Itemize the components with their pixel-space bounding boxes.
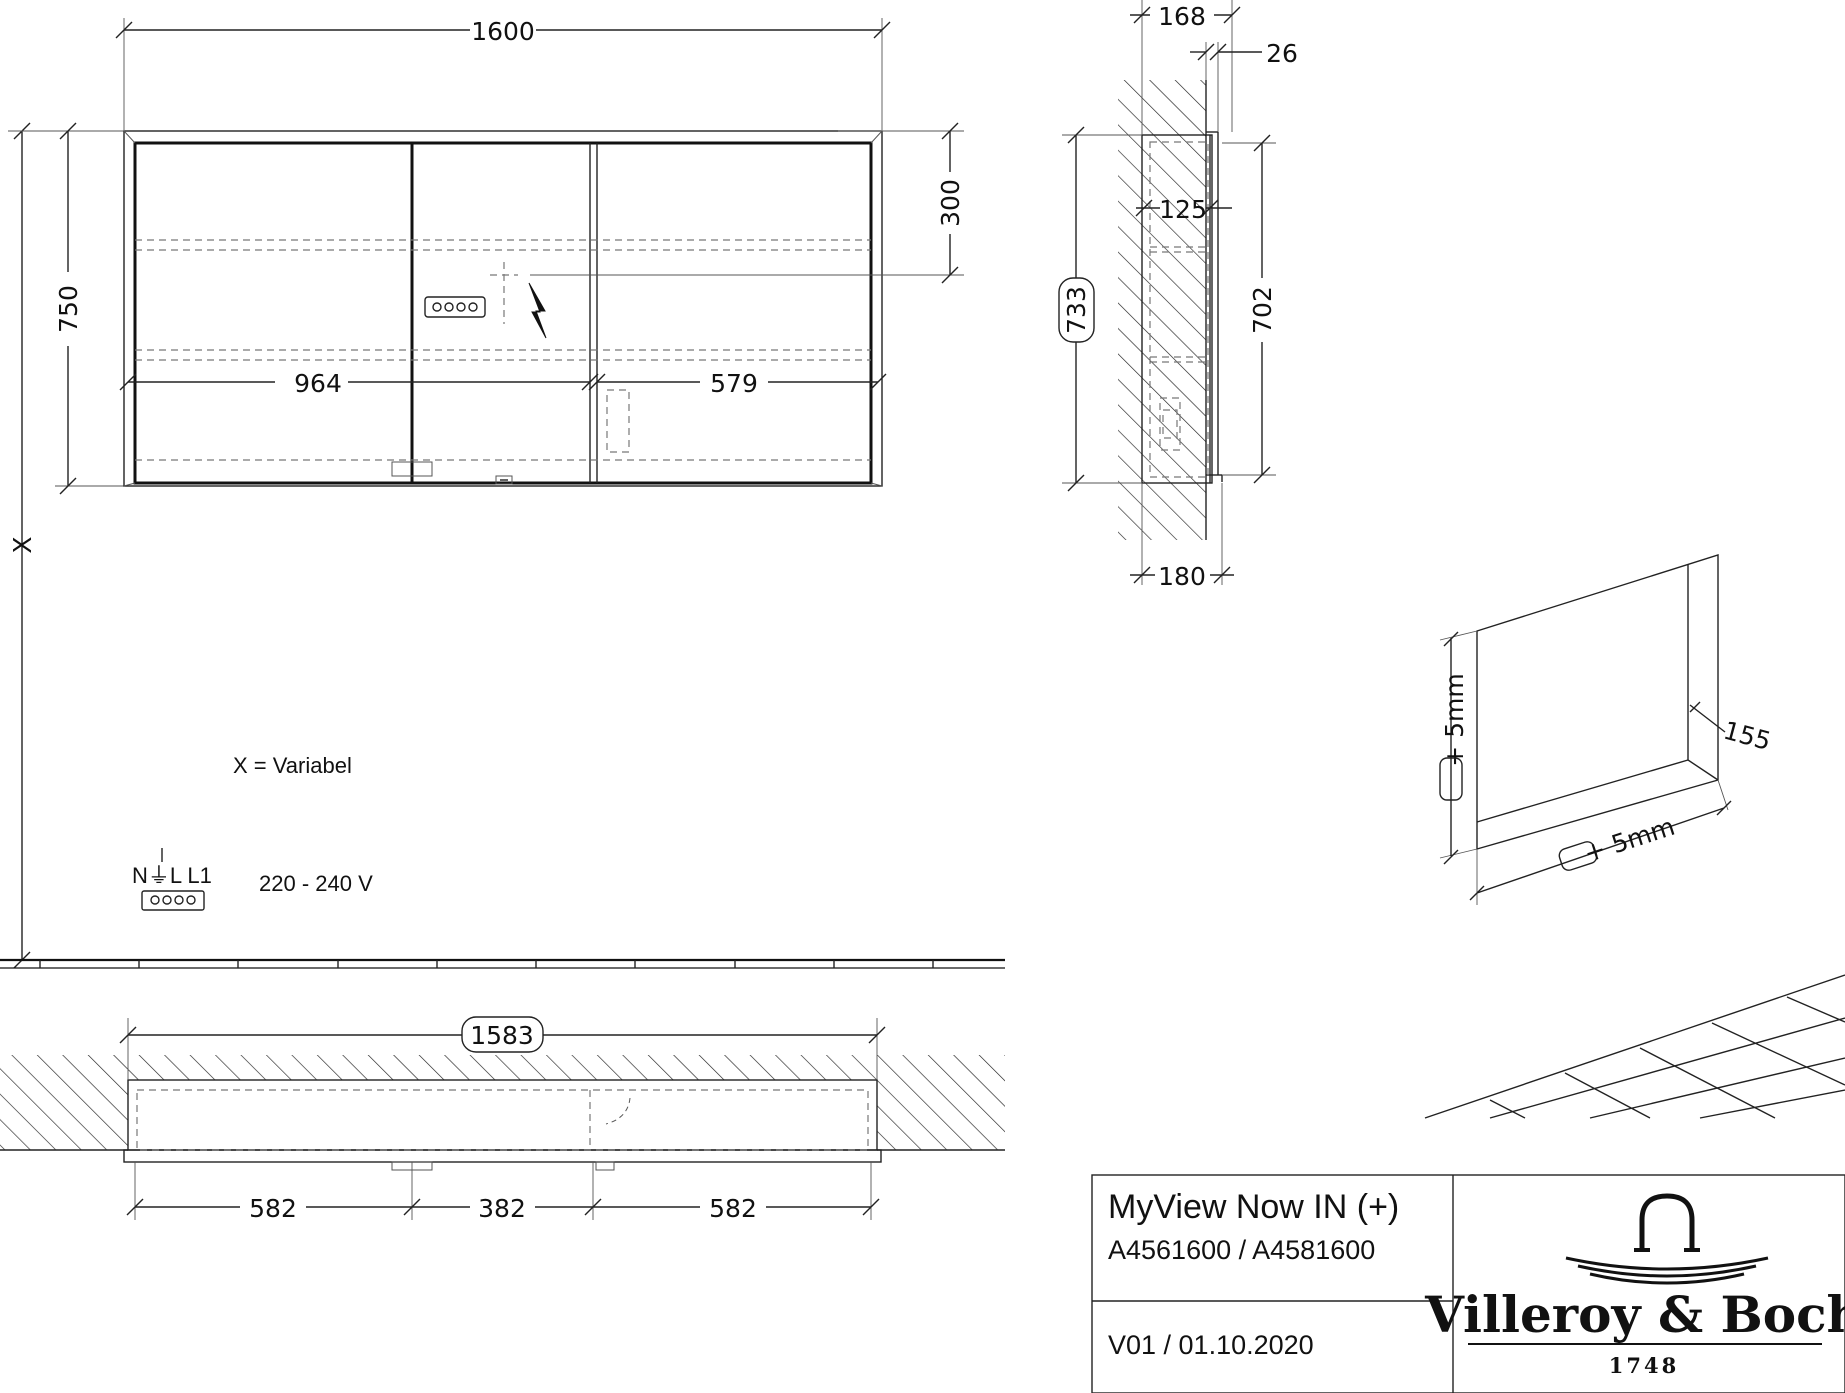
niche-detail: + 5mm + 5mm 155 (1439, 554, 1774, 905)
front-socket (424, 296, 486, 318)
terminal-label: N⏚L L1 (132, 863, 212, 888)
niche-back-panel (1476, 554, 1719, 850)
right-span-dimension: 579 (710, 369, 758, 398)
front-height-dimension: 750 (54, 285, 83, 333)
villeroy-boch-logo: Villeroy & Boch 1748 (1424, 1193, 1845, 1378)
title-block: MyView Now IN (+) A4561600 / A4581600 V0… (1091, 1174, 1845, 1393)
side-view: 168 26 125 733 702 (1058, 0, 1298, 591)
outer-height-dimension: 733 (1062, 286, 1091, 334)
terminal-socket (141, 890, 205, 911)
side-cabinet-body (1141, 134, 1213, 484)
height-tolerance-label: + 5mm (1440, 673, 1469, 767)
terminal-legend: N⏚L L1 220 - 240 V (132, 848, 373, 911)
wall-hatch-left (0, 1055, 128, 1150)
lightning-icon (528, 282, 547, 339)
floor-line (0, 958, 1005, 969)
width-tolerance-label: + 5mm (1580, 812, 1678, 868)
top-view: 1583 582 382 582 (0, 1016, 1005, 1223)
left-door-dimension: 582 (249, 1194, 297, 1223)
shelf-offset-dimension: 300 (936, 179, 965, 227)
article-numbers: A4561600 / A4581600 (1108, 1235, 1375, 1265)
middle-door-dimension: 382 (478, 1194, 526, 1223)
brand-year: 1748 (1609, 1353, 1679, 1378)
niche-width-dimension: 1583 (470, 1021, 534, 1050)
version-date: V01 / 01.10.2020 (1108, 1330, 1314, 1360)
bottom-depth-dimension: 180 (1158, 562, 1206, 591)
right-door-dimension: 582 (709, 1194, 757, 1223)
side-wall-hatch (1118, 80, 1206, 540)
cabinet-inner-frame (133, 141, 873, 485)
install-height-dimension: X (8, 536, 37, 553)
voltage-label: 220 - 240 V (259, 871, 373, 896)
product-title: MyView Now IN (+) (1108, 1188, 1399, 1226)
left-span-dimension: 964 (294, 369, 342, 398)
niche-depth-label: 155 (1720, 716, 1774, 756)
front-view: 1600 750 X (8, 17, 965, 969)
front-width-dimension: 1600 (471, 17, 535, 46)
shelf-depth-dimension: 125 (1159, 195, 1207, 224)
variable-note: X = Variabel (233, 753, 352, 778)
frame-depth-dimension: 26 (1266, 39, 1298, 68)
wall-hatch-right (877, 1055, 1005, 1150)
top-depth-dimension: 168 (1158, 2, 1206, 31)
cabinet-outer-frame (123, 130, 883, 487)
inner-height-dimension: 702 (1248, 286, 1277, 334)
brand-name: Villeroy & Boch (1424, 1285, 1845, 1344)
floor-tiles (1424, 974, 1845, 1119)
